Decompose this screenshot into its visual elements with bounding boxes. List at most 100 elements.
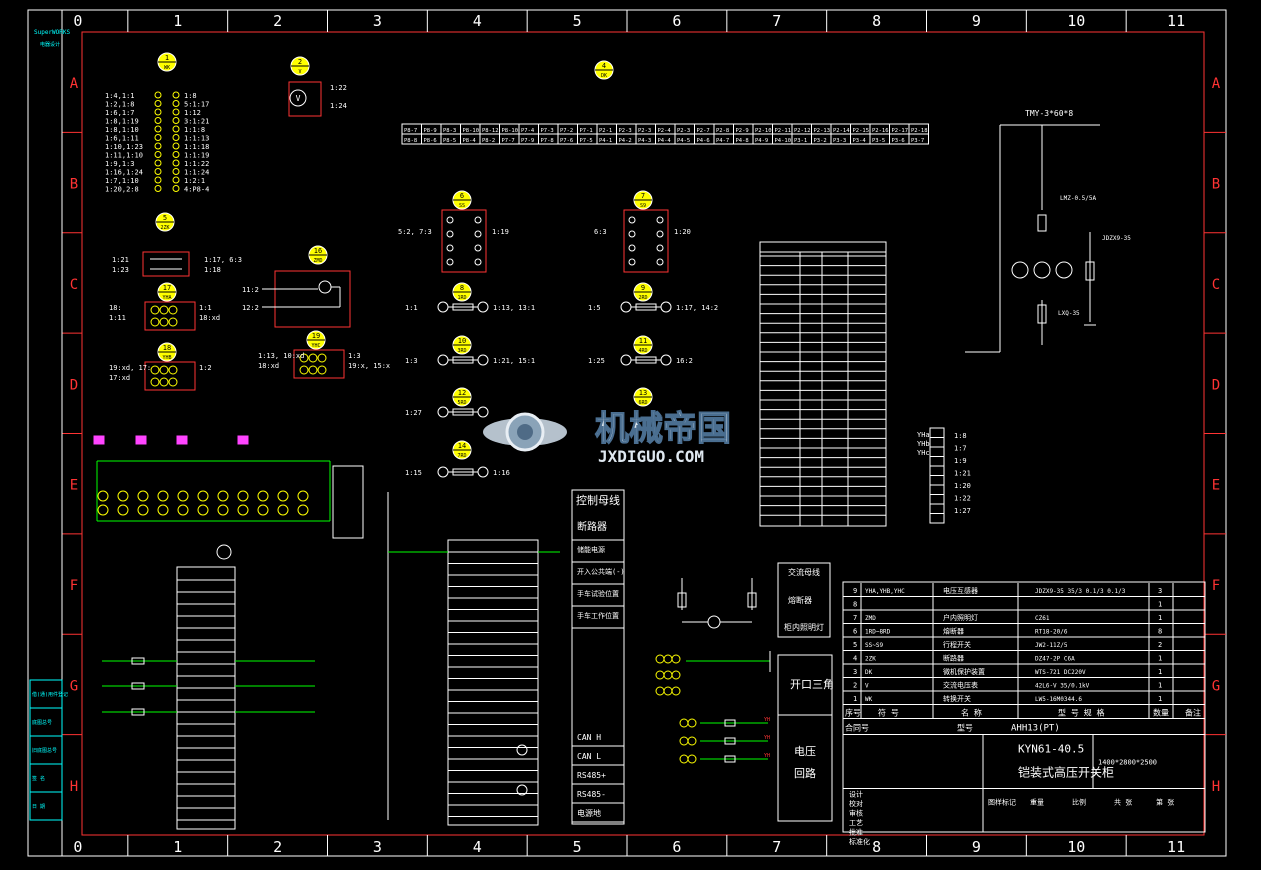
contact [628, 230, 636, 238]
signoff-role: 校对 [849, 799, 863, 808]
badge-number: 9 [641, 284, 645, 292]
column-label: 0 [73, 838, 82, 856]
badge-number: 4 [602, 62, 606, 70]
voltage-loop-box [777, 714, 833, 822]
bom-no: 1 [853, 695, 857, 703]
column-label: 5 [573, 838, 582, 856]
side-term-r: 1:20 [954, 482, 971, 490]
badge-code: DK [601, 73, 607, 79]
contact [172, 125, 180, 133]
fuse-label: 1:27 [405, 409, 422, 417]
title-ac-bus: 交流母线 [788, 567, 820, 577]
terminal-node [177, 504, 189, 516]
side-terminal [929, 484, 945, 495]
wk-right-label: 1:1:24 [184, 169, 209, 177]
fuse-label: 1:1 [405, 304, 418, 312]
fuse-icon [131, 657, 145, 665]
wk-right-label: 3:1:21 [184, 118, 209, 126]
bom-no: 8 [853, 601, 857, 609]
contact [154, 151, 162, 158]
terminal-node [297, 504, 309, 516]
control-bottom-item: RS485+ [577, 771, 606, 780]
product-model: KYN61-40.5 [1018, 743, 1084, 756]
contact [656, 244, 664, 252]
arrester-icon [1085, 261, 1095, 281]
terminal-label: P7-8 [541, 138, 554, 144]
bus-label: TMY-3*60*8 [1025, 109, 1073, 118]
coil [159, 305, 169, 315]
fuse-icon [131, 708, 145, 716]
watermark-en: JXDIGUO.COM [598, 447, 704, 466]
coil [655, 654, 665, 664]
wk-left-label: 1:16,1:24 [105, 169, 143, 177]
column-label: 9 [972, 12, 981, 30]
fuse-terminal [477, 466, 489, 478]
column-label: 3 [373, 838, 382, 856]
title-block-field: 比例 [1072, 798, 1086, 807]
contact [446, 230, 454, 238]
terminal-label: P4-8 [736, 138, 749, 144]
bom-spec: CZ61 [1035, 615, 1050, 622]
terminal-label: P8-8 [404, 138, 417, 144]
resistor-icon [1037, 304, 1047, 324]
signoff-role: 审核 [849, 809, 863, 818]
contact [154, 134, 162, 141]
side-term-r: 1:9 [954, 457, 967, 465]
terminal-label: P3-6 [892, 138, 905, 144]
pt-label: 18: [109, 304, 122, 312]
wk-right-label: 1:12 [184, 109, 201, 117]
side-term-r: 1:27 [954, 507, 971, 515]
terminal-label: P2-11 [775, 128, 792, 134]
fuse-terminal [437, 466, 449, 478]
bom-name: 熔断器 [943, 627, 964, 636]
fuse-label: 1:21, 15:1 [493, 357, 535, 365]
terminal-node [257, 504, 269, 516]
badge-number: 18 [163, 344, 171, 352]
fuse-terminal [477, 406, 489, 418]
bom-no: 5 [853, 641, 857, 649]
model-label: 型号 [957, 724, 973, 733]
terminal-label: P8-12 [482, 128, 499, 134]
terminal-label: P8-9 [424, 128, 437, 134]
fuse-icon [452, 408, 474, 416]
title-block-field: 共 张 [1114, 798, 1132, 807]
wk-left-label: 1:8,1:19 [105, 118, 139, 126]
fuse-label: 1:25 [588, 357, 605, 365]
yhb-transformer [144, 361, 196, 391]
wk-right-label: 1:1:22 [184, 160, 209, 168]
badge-code: 2RD [638, 295, 647, 301]
badge-code: ZMD [313, 258, 322, 264]
control-item: 开入公共端(-) [577, 567, 625, 576]
contact [474, 216, 482, 224]
wk-left-label: 1:8,1:10 [105, 126, 139, 134]
coil [687, 718, 697, 728]
pt-label: 1:2 [199, 364, 212, 372]
fuse-terminal [437, 406, 449, 418]
strip-field [29, 791, 63, 821]
contact [154, 176, 162, 184]
coil [299, 353, 309, 363]
column-label: 1 [173, 12, 182, 30]
terminal-label: P8-2 [482, 138, 495, 144]
fuse-label: 1:17, 14:2 [676, 304, 718, 312]
side-term-label: YHc [917, 449, 930, 457]
fuse-terminal [477, 354, 489, 366]
wk-left-label: 1:9,1:3 [105, 160, 135, 168]
contact [172, 91, 180, 99]
ss-label: 1:20 [674, 228, 691, 236]
v-label: 1:24 [330, 102, 347, 110]
column-label: 4 [473, 838, 482, 856]
side-term-label: YHb [917, 440, 930, 448]
terminal-label: P2-3 [619, 128, 632, 134]
badge-number: 14 [458, 442, 466, 450]
coil [671, 654, 681, 664]
coil [308, 353, 318, 363]
terminal-label: P8-5 [443, 138, 456, 144]
terminal-label: P7-1 [580, 128, 593, 134]
pt-label: 19:x, 15:x [348, 362, 390, 370]
contact [154, 108, 162, 116]
pt-label: 1:11 [109, 314, 126, 322]
terminal-label: P4-5 [677, 138, 690, 144]
terminal-label: P3-1 [794, 138, 807, 144]
